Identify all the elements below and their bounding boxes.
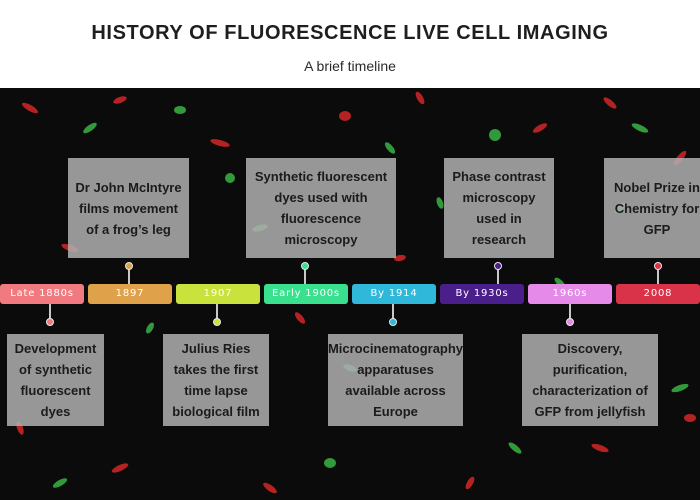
event-card-1907: Julius Ries takes the first time lapse b… — [163, 334, 269, 426]
timeline-bar-by-1914: By 1914 — [352, 284, 436, 304]
connector-line — [304, 266, 306, 284]
event-card-1960s: Discovery, purification, characterizatio… — [522, 334, 658, 426]
marker-dot — [566, 318, 574, 326]
page-subtitle: A brief timeline — [304, 58, 396, 74]
connector-line — [128, 266, 130, 284]
timeline-bar-2008: 2008 — [616, 284, 700, 304]
event-card-by-1930s: Phase contrast microscopy used in resear… — [444, 158, 554, 258]
marker-dot — [494, 262, 502, 270]
marker-dot — [213, 318, 221, 326]
connector-line — [569, 304, 571, 322]
marker-dot — [46, 318, 54, 326]
connector-line — [49, 304, 51, 322]
timeline-bar-1960s: 1960s — [528, 284, 612, 304]
event-card-by-1914: Microcinematography apparatuses availabl… — [328, 334, 463, 426]
event-card-2008: Nobel Prize in Chemistry for GFP — [604, 158, 700, 258]
connector-line — [216, 304, 218, 322]
marker-dot — [389, 318, 397, 326]
event-card-late-1880s: Development of synthetic fluorescent dye… — [7, 334, 104, 426]
connector-line — [392, 304, 394, 322]
timeline-bar-1897: 1897 — [88, 284, 172, 304]
timeline-bar-early-1900s: Early 1900s — [264, 284, 348, 304]
marker-dot — [125, 262, 133, 270]
page-title: HISTORY OF FLUORESCENCE LIVE CELL IMAGIN… — [91, 22, 609, 44]
connector-line — [657, 266, 659, 284]
timeline-bar-by-1930s: By 1930s — [440, 284, 524, 304]
header: HISTORY OF FLUORESCENCE LIVE CELL IMAGIN… — [0, 0, 700, 88]
marker-dot — [654, 262, 662, 270]
marker-dot — [301, 262, 309, 270]
event-card-early-1900s: Synthetic fluorescent dyes used with flu… — [246, 158, 396, 258]
timeline-bar-1907: 1907 — [176, 284, 260, 304]
connector-line — [497, 266, 499, 284]
event-card-1897: Dr John McIntyre films movement of a fro… — [68, 158, 189, 258]
timeline-bar-late-1880s: Late 1880s — [0, 284, 84, 304]
